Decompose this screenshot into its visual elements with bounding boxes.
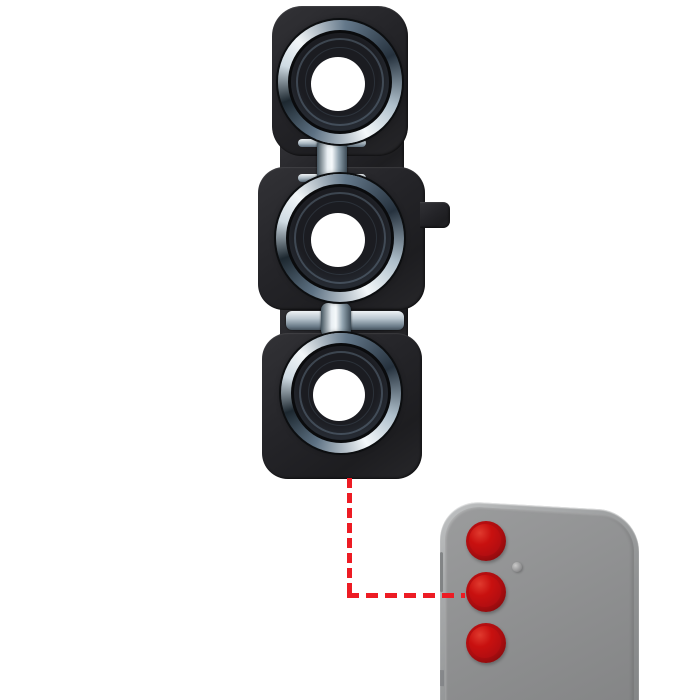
lens-aperture bbox=[311, 213, 365, 267]
highlighted-lens-top bbox=[466, 521, 506, 561]
highlighted-lens-middle bbox=[466, 572, 506, 612]
flash-led bbox=[512, 562, 522, 572]
lens-reflection-ring bbox=[294, 192, 386, 284]
callout-dashed-line-horizontal bbox=[347, 593, 465, 598]
highlighted-lens-face bbox=[469, 575, 501, 607]
camera-lens-bottom bbox=[281, 333, 401, 453]
lens-reflection-ring bbox=[296, 38, 384, 126]
highlighted-lens-face bbox=[469, 524, 501, 556]
callout-dashed-line-vertical bbox=[347, 478, 352, 598]
lens-reflection-ring bbox=[299, 351, 383, 435]
frame-side-tab bbox=[420, 202, 450, 228]
highlighted-lens-face bbox=[469, 626, 501, 658]
lens-aperture bbox=[311, 57, 365, 111]
lens-reflection-ring-inner bbox=[308, 360, 374, 426]
lens-reflection-ring-inner bbox=[303, 201, 377, 275]
lens-aperture bbox=[313, 369, 365, 421]
camera-lens-top bbox=[278, 20, 402, 144]
metal-bridge-lower bbox=[321, 303, 351, 337]
camera-lens-middle bbox=[276, 174, 404, 302]
lens-reflection-ring-inner bbox=[305, 47, 375, 117]
highlighted-lens-bottom bbox=[466, 623, 506, 663]
